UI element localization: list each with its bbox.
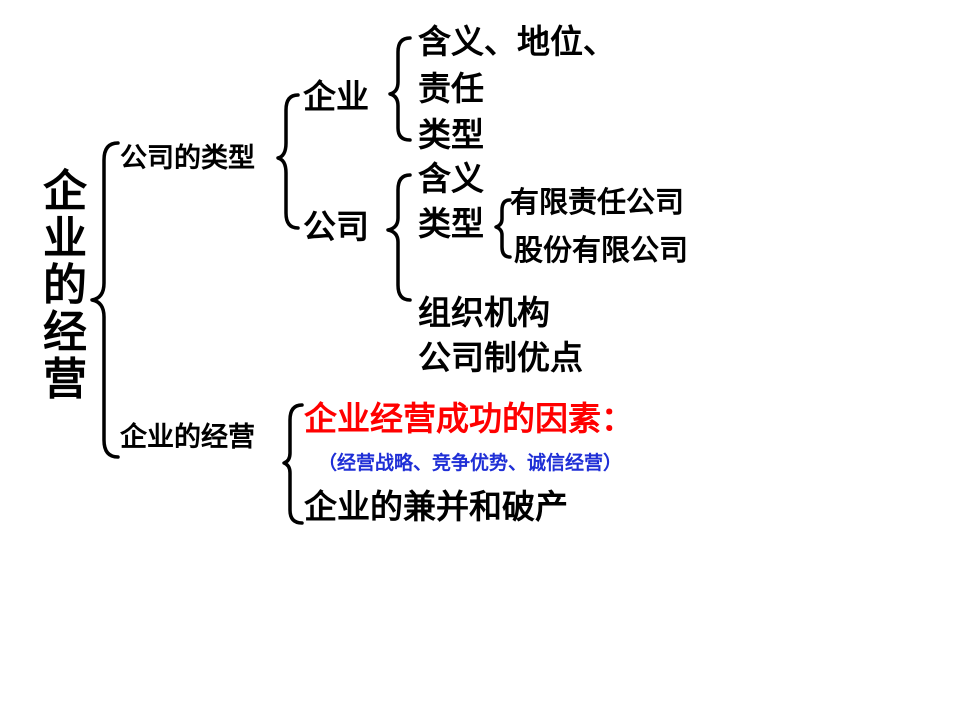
company-type-joint-stock: 股份有限公司 [514,233,689,267]
enterprise-item-responsibility: 责任 [418,69,484,108]
enterprise-label: 企业 [303,77,369,116]
company-bracket [386,173,412,302]
company-item-types: 类型 [418,204,484,243]
company-item-meaning: 含义 [418,159,484,198]
success-factors-detail: （经营战略、竞争优势、诚信经营） [318,452,623,474]
operation-bracket [282,403,304,525]
company-item-advantages: 公司制优点 [418,338,583,377]
company-types-bracket [276,93,300,230]
company-types-label: 公司的类型 [120,143,255,174]
operation-label: 企业的经营 [120,422,255,453]
enterprise-item-meaning: 含义、地位、 [418,22,616,61]
company-item-structure: 组织机构 [418,293,550,332]
company-label: 公司 [303,207,369,246]
root-bracket [90,141,120,459]
enterprise-bracket [388,36,412,142]
enterprise-item-types: 类型 [418,115,484,154]
company-types-sub-bracket [494,198,512,259]
merger-bankruptcy-item: 企业的兼并和破产 [304,487,568,526]
root-title: 企业的经营 [43,166,87,405]
company-type-limited: 有限责任公司 [510,185,685,219]
success-factors-heading: 企业经营成功的因素： [304,399,634,438]
